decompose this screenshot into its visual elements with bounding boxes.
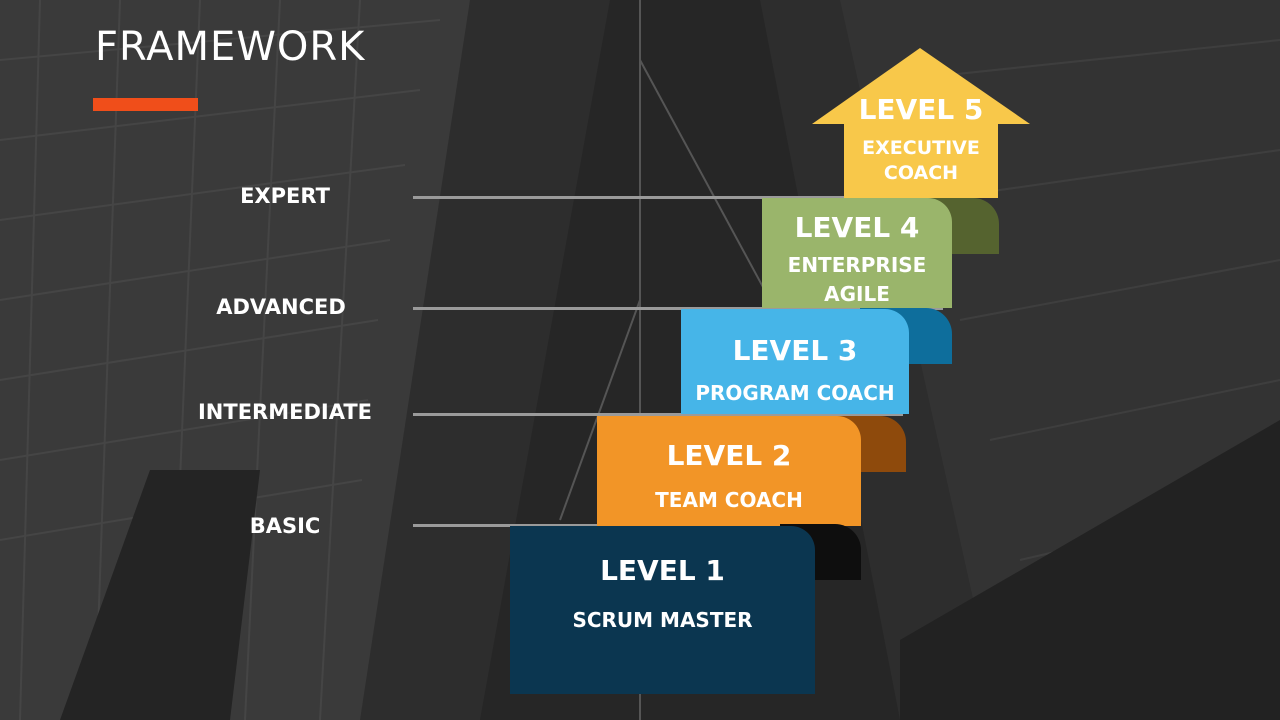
page-title: FRAMEWORK: [95, 24, 366, 70]
level-3-title: LEVEL 3: [732, 334, 858, 367]
tier-divider-advanced: [413, 307, 943, 310]
level-4-title: LEVEL 4: [794, 211, 920, 244]
title-underline-accent: [93, 98, 198, 111]
level-1-role: SCRUM MASTER: [572, 608, 753, 632]
tier-label-expert: EXPERT: [240, 184, 330, 208]
level-2-title: LEVEL 2: [666, 439, 792, 472]
tier-divider-intermediate: [413, 413, 903, 416]
level-2-step: LEVEL 2 TEAM COACH: [597, 416, 861, 526]
tier-label-advanced: ADVANCED: [216, 295, 346, 319]
level-3-step: LEVEL 3 PROGRAM COACH: [681, 309, 909, 414]
level-5-role: EXECUTIVE COACH: [862, 137, 980, 184]
level-5-title: LEVEL 5: [858, 93, 984, 126]
level-5-step: LEVEL 5 EXECUTIVE COACH: [844, 48, 998, 198]
level-1-step: LEVEL 1 SCRUM MASTER: [510, 526, 815, 694]
level-4-step: LEVEL 4 ENTERPRISE AGILE COACH: [762, 198, 952, 335]
tier-divider-expert: [413, 196, 968, 199]
level-1-title: LEVEL 1: [600, 554, 725, 587]
level-3-role: PROGRAM COACH: [695, 381, 895, 405]
tier-label-intermediate: INTERMEDIATE: [197, 400, 372, 424]
tier-label-basic: BASIC: [249, 514, 321, 538]
level-2-role: TEAM COACH: [655, 488, 803, 512]
level-5-arrow: [812, 48, 1030, 198]
